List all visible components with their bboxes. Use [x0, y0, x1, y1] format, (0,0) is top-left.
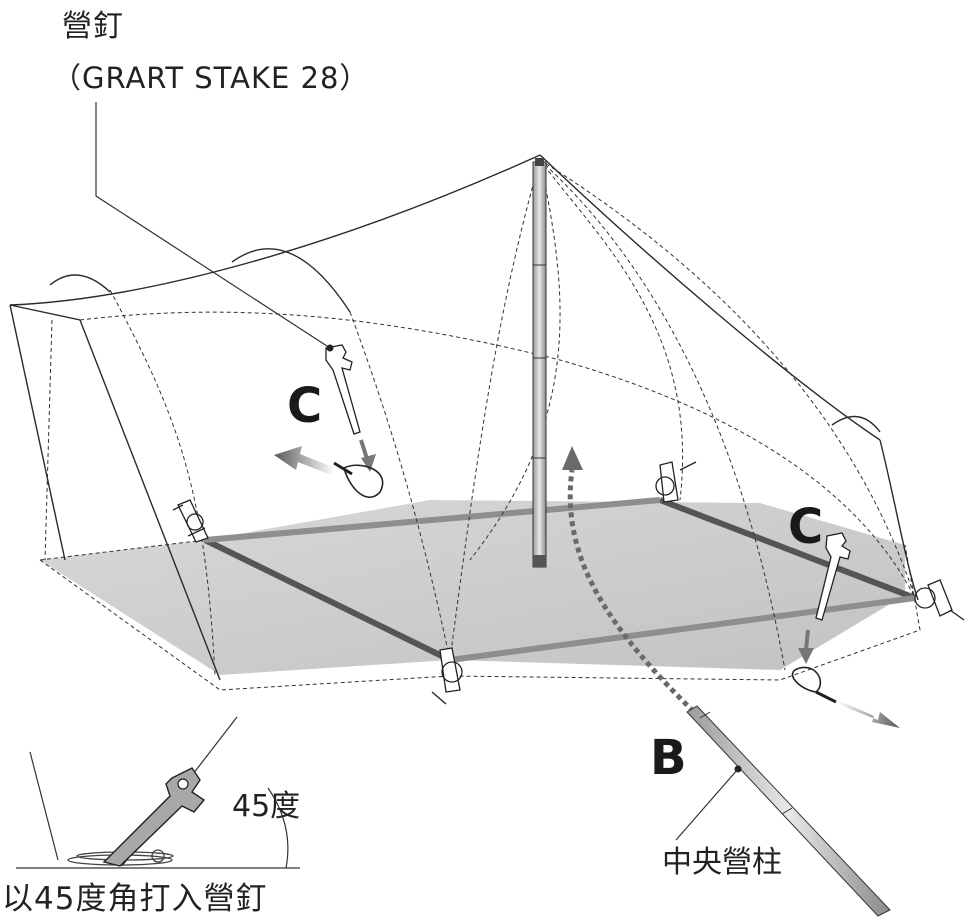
angle-label: 45度	[232, 789, 301, 824]
floor-straps	[203, 497, 917, 663]
corner-buckle-left	[172, 499, 209, 543]
step-c-right-label: C	[788, 499, 824, 555]
stake-callout-title: 營釘	[62, 9, 124, 44]
pull-arrow-left	[274, 446, 335, 475]
guy-loop-left	[333, 461, 384, 498]
stake-right-down-arrow	[798, 629, 814, 664]
tent-seam-lines	[44, 159, 916, 676]
center-pole-standing	[532, 158, 547, 568]
stake-angle-inset	[16, 716, 300, 869]
center-pole-lying	[675, 705, 891, 917]
stake-left-down-arrow	[359, 439, 376, 472]
stake-angle-caption: 以45度角打入營釘	[2, 881, 268, 917]
stake-callout-leader	[95, 102, 331, 349]
pull-arrow-right	[838, 700, 900, 728]
corner-buckle-right	[914, 579, 965, 621]
tent-floor	[39, 500, 921, 691]
corner-buckle-front	[431, 647, 463, 705]
guy-loop-right	[791, 666, 837, 704]
stake-right	[815, 532, 851, 621]
center-pole-label: 中央營柱	[662, 845, 782, 880]
step-b-arrow	[562, 446, 702, 720]
stake-callout-subtitle: （GRART STAKE 28）	[52, 61, 370, 95]
step-c-left-label: C	[287, 378, 323, 434]
stake-left	[325, 344, 361, 435]
corner-buckle-back	[655, 461, 697, 503]
step-b-label: B	[650, 730, 687, 786]
